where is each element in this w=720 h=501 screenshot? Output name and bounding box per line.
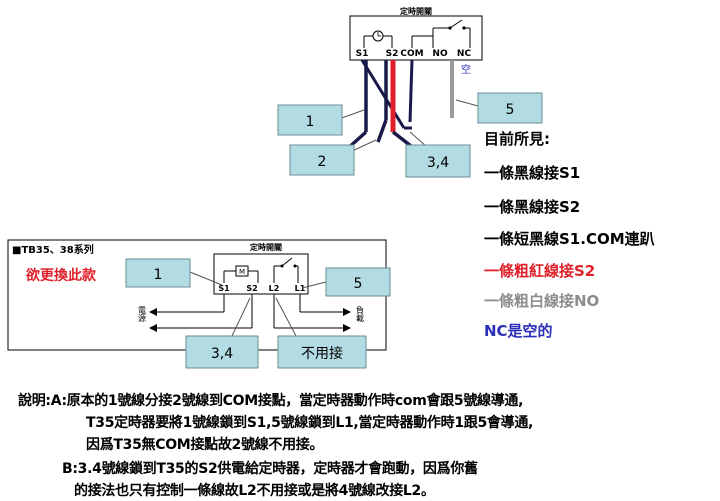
top-wires (344, 59, 454, 152)
top-callouts: 1 2 3,4 5 (277, 92, 543, 178)
callout-box (325, 267, 391, 297)
terminal-label: NO (432, 49, 448, 59)
svg-text:M: M (239, 268, 245, 276)
bottom-timer-title: 定時開關 (249, 242, 282, 252)
note-line-0: 說明:A:原本的1號線分接2號線到COM接點，當定時器動作時com會跟5號線導通… (18, 393, 524, 409)
status-line-4: 一條粗白線接NO (484, 292, 600, 310)
short-link-wire (360, 59, 406, 129)
top-terminal-labels: S1 S2 COM NO NC 空 (356, 49, 472, 76)
status-line-0: 一條黑線接S1 (484, 164, 581, 182)
status-line-5: NC是空的 (484, 322, 553, 340)
top-timer-box (349, 15, 483, 61)
callout-label: 3,4 (211, 346, 233, 362)
callout-label: 不用接 (301, 345, 343, 362)
callout-box (477, 92, 543, 124)
callout-box (405, 144, 471, 178)
status-line-3: 一條粗紅線接S2 (484, 262, 596, 280)
callout-box (289, 144, 355, 176)
top-timer-title: 定時開關 (399, 6, 432, 16)
terminal-label: NC (457, 49, 472, 59)
callout-label: 1 (154, 267, 163, 283)
terminal-label: S2 (386, 49, 399, 59)
callout-box (125, 258, 191, 288)
terminal-label: COM (400, 49, 423, 59)
bottom-callouts: 1 5 3,4 不用接 (125, 258, 391, 369)
series-label: ■TB35、38系列 (12, 243, 94, 256)
bottom-panel: ■TB35、38系列 欲更換此款 定時開關 M S1 S2 L2 L1 (7, 239, 387, 351)
top-timer-switch: 定時開關 (349, 6, 483, 61)
terminal-label: S2 (246, 284, 257, 293)
note-line-2: 因爲T35無COM接點故2號線不用接。 (86, 437, 324, 453)
note-line-3: B:3.4號線鎖到T35的S2供電給定時器，定時器才會跑動，因爲你舊 (62, 461, 478, 477)
switch-contact-icon (281, 257, 293, 267)
switch-contact-icon (449, 19, 463, 29)
status-line-2: 一條短黑線S1.COM連趴 (484, 230, 655, 248)
callout-label: 2 (318, 154, 327, 170)
callout-label: 1 (306, 114, 315, 130)
terminal-label: S1 (356, 49, 369, 59)
empty-label: 空 (461, 63, 471, 76)
com-wire (408, 59, 414, 123)
terminal-label: S1 (218, 284, 230, 293)
status-heading: 目前所見: (484, 130, 550, 148)
replace-label: 欲更換此款 (25, 267, 97, 284)
callout-box (277, 104, 343, 136)
callout-label: 3,4 (427, 155, 449, 171)
status-line-1: 一條黑線接S2 (484, 198, 581, 216)
callout-label: 5 (354, 276, 363, 292)
bottom-timer-box (213, 253, 309, 295)
note-line-1: T35定時器要將1號線鎖到S1,5號線鎖到L1,當定時器動作時1跟5會導通, (86, 415, 534, 431)
load-label: 負載 (356, 305, 365, 323)
power-label: 電源 (138, 306, 147, 323)
callout-label: 5 (506, 102, 515, 118)
terminal-label: L1 (295, 284, 306, 293)
callout-box (277, 335, 367, 369)
terminal-label: L2 (269, 284, 280, 293)
note-line-4: 的接法也只有控制一條線故L2不用接或是將4號線改接L2。 (74, 483, 435, 499)
callout-box (185, 335, 259, 369)
